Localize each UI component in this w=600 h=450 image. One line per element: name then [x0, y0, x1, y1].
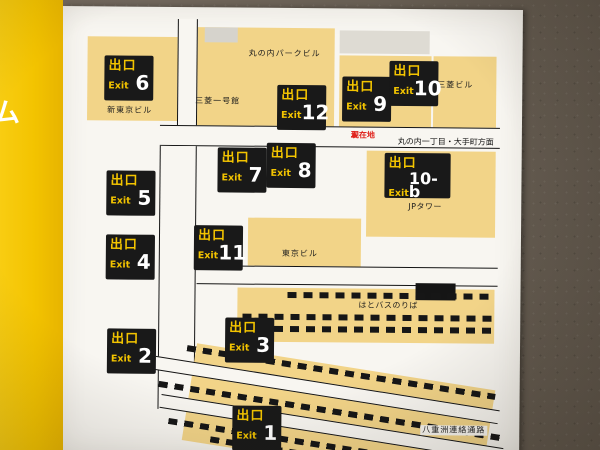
yellow-pillar: ム: [0, 0, 63, 450]
label-hato-bus-stop: はとバスのりば: [358, 300, 418, 311]
exit-en: Exit: [270, 167, 292, 180]
building-label-tokyo: 東京ビル: [281, 248, 318, 259]
street-vertical-upper: [176, 19, 198, 127]
exit-number: 11: [218, 240, 247, 265]
current-location-triangle-icon: ▲: [350, 129, 358, 140]
building-label-mitsubishi: 三菱ビル: [437, 80, 474, 90]
exit-en: Exit: [228, 342, 250, 354]
building-label-shin-tokyo: 新東京ビル: [107, 105, 153, 115]
exit-en: Exit: [108, 80, 129, 92]
exit-number: 1: [263, 420, 278, 445]
exit-number: 10-b: [408, 168, 438, 202]
exit-en: Exit: [221, 172, 242, 184]
exit-en: Exit: [109, 259, 131, 271]
exit-number: 12: [301, 99, 330, 124]
exit-en: Exit: [110, 195, 131, 207]
pillar-partial-character: ム: [0, 98, 20, 129]
building-label-jp-tower: JPタワー: [408, 202, 442, 212]
building-tokyo: [247, 217, 362, 267]
exit-number: 6: [135, 70, 150, 95]
building-gray-1: [204, 27, 238, 43]
building-gray-2: [339, 30, 430, 55]
exit-en: Exit: [393, 86, 414, 98]
exit-number: 5: [137, 185, 152, 210]
exit-number: 3: [256, 332, 271, 357]
exit-number: 7: [248, 162, 263, 187]
exit-number: 2: [137, 343, 153, 368]
exit-en: Exit: [388, 188, 409, 200]
exit-en: Exit: [236, 430, 257, 442]
label-yaesu-passage: 八重洲連絡通路: [420, 425, 488, 436]
direction-label: 丸の内一丁目・大手町方面: [397, 136, 494, 147]
exit-number: 10: [413, 75, 442, 100]
building-label-marunouchi-park: 丸の内パークビル: [248, 48, 321, 59]
exit-en: Exit: [346, 101, 367, 113]
building-mitsubishi: [432, 56, 497, 129]
exit-number: 8: [297, 157, 312, 182]
exit-number: 4: [136, 249, 151, 274]
building-label-mitsubishi-ichigokan: 三菱一号館: [195, 96, 241, 106]
station-exit-map-sign: 丸の内パークビル 新東京ビル 三菱一号館 三菱ビル JPタワー 東京ビル はとバ…: [58, 6, 523, 450]
exit-en: Exit: [197, 250, 219, 262]
exit-en: Exit: [281, 110, 302, 122]
exit-en: Exit: [110, 353, 132, 365]
exit-number: 9: [373, 91, 388, 116]
